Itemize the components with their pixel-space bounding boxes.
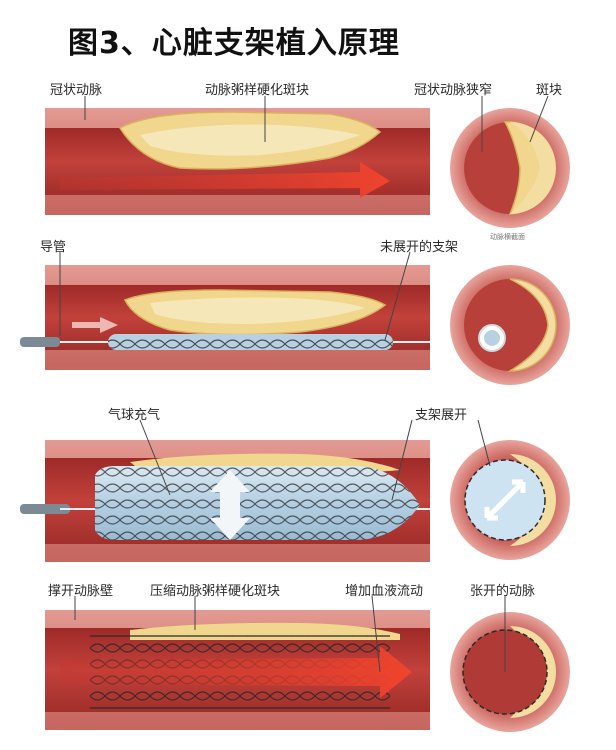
catheter-tip [20, 337, 60, 347]
plaque-highlight [150, 297, 365, 324]
label-plaque-short: 斑块 [536, 83, 563, 98]
blood-flow-arrow [60, 162, 390, 198]
label-plaque: 动脉粥样硬化斑块 [205, 83, 310, 98]
panel-3-balloon-inflation [20, 419, 570, 562]
leader-line [139, 419, 171, 496]
leader-line [529, 95, 549, 143]
label-coronary-artery: 冠状动脉 [50, 83, 103, 98]
cross-section-plaque [510, 626, 556, 718]
blood-flow-arrow [60, 646, 412, 698]
leader-line [371, 595, 381, 673]
label-prop-wall: 撑开动脉壁 [48, 584, 114, 599]
label-open-artery: 张开的动脉 [470, 584, 536, 599]
label-balloon-inflation: 气球充气 [108, 408, 161, 423]
panel-2-catheter-insertion [20, 251, 570, 385]
panel-4-open-artery [45, 595, 570, 732]
leader-line [384, 251, 411, 341]
leader-line [391, 419, 413, 501]
page-title: 图3、心脏支架植入原理 [68, 26, 400, 61]
stent-mesh [108, 334, 393, 350]
label-compress-plaque: 压缩动脉粥样硬化斑块 [150, 584, 281, 599]
label-cross-section: 动脉横截面 [490, 233, 525, 241]
direction-arrow [72, 317, 118, 333]
cross-section-plaque [510, 454, 556, 546]
cross-section-plaque [507, 278, 557, 372]
plaque-highlight [140, 124, 360, 156]
label-increase-flow: 增加血液流动 [345, 584, 424, 599]
cross-section-arrow [484, 479, 526, 521]
cross-section-stent-core [484, 330, 500, 346]
catheter-tip [20, 504, 70, 514]
label-catheter: 导管 [40, 240, 67, 255]
cross-section-plaque-fill [510, 122, 556, 214]
panel-1-narrowed-artery [45, 95, 570, 228]
label-stent-expand: 支架展开 [415, 408, 468, 423]
expansion-arrow [210, 470, 250, 540]
label-unexpanded-stent: 未展开的支架 [380, 240, 459, 255]
label-narrowed: 冠状动脉狭窄 [414, 83, 493, 98]
expanding-stent-mesh [95, 466, 420, 540]
leader-line [477, 419, 491, 467]
